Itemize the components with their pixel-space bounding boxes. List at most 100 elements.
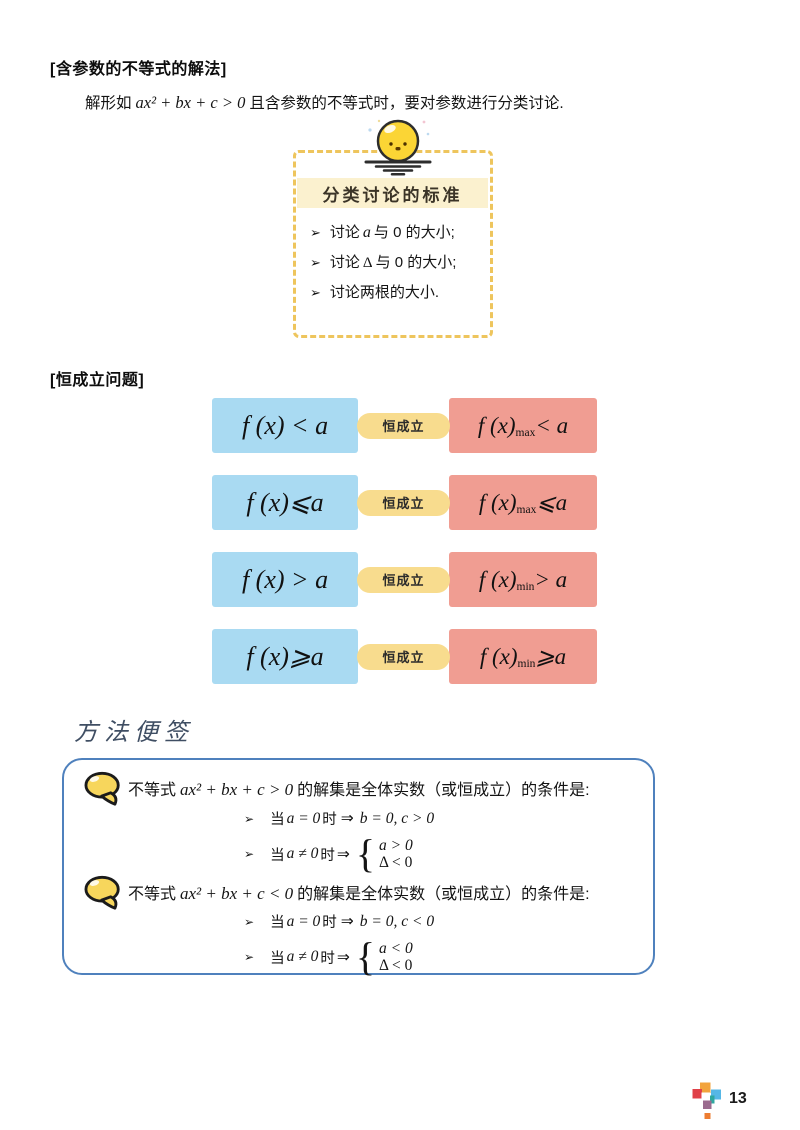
pill-label: 恒成立: [382, 496, 425, 511]
left-formula-box: f (x) > a: [212, 552, 358, 607]
item-math: Δ: [362, 255, 373, 271]
right-formula-box: f (x)max⩽a: [449, 475, 597, 530]
equivalence-row: f (x)⩾a 恒成立 f (x)min⩾a: [212, 629, 598, 684]
condition-system: a > 0 Δ < 0: [377, 837, 415, 871]
always-holds-pill: 恒成立: [357, 489, 450, 516]
classification-item: ➢ 讨论两根的大小.: [310, 281, 486, 311]
implies-arrow: ⇒: [340, 810, 354, 827]
formula-subscript: min: [516, 580, 535, 593]
left-brace: {: [355, 831, 376, 876]
item-text: 讨论两根的大小.: [329, 284, 440, 301]
cond-text: 当: [270, 950, 285, 967]
formula-text: f (x): [477, 412, 516, 438]
intro-post: 的解集是全体实数（或恒成立）的条件是:: [297, 782, 590, 799]
always-holds-rows: f (x) < a 恒成立 f (x)max < a f (x)⩽a 恒成立 f…: [212, 398, 598, 706]
formula-text: f (x): [479, 643, 518, 669]
right-formula-box: f (x)min⩾a: [449, 629, 597, 684]
classification-criteria-box: 分类讨论的标准 ➢ 讨论 a 与 0 的大小; ➢ 讨论 Δ 与 0 的大小; …: [293, 150, 493, 338]
cond-math: Δ < 0: [379, 854, 413, 871]
section-title-parametric-inequalities: [含参数的不等式的解法]: [50, 61, 227, 78]
cond-text: 时: [320, 847, 335, 864]
cond-text: 当: [270, 812, 285, 828]
right-arrowhead-icon: ➢: [310, 255, 321, 270]
formula-text: f (x)⩽a: [246, 487, 324, 517]
cond-math: b = 0, c > 0: [359, 809, 435, 827]
right-arrowhead-icon: ➢: [310, 225, 321, 240]
formula-subscript: max: [516, 503, 537, 516]
intro-pre: 不等式: [128, 886, 177, 903]
classification-title-band: 分类讨论的标准: [297, 178, 488, 208]
implies-arrow: ⇒: [336, 845, 350, 863]
section-title-always-holds: [恒成立问题]: [50, 372, 145, 389]
formula-subscript: min: [517, 657, 536, 670]
equivalence-row: f (x)⩽a 恒成立 f (x)max⩽a: [212, 475, 598, 530]
pill-label: 恒成立: [382, 650, 425, 665]
right-arrowhead-icon: ➢: [244, 950, 255, 964]
always-holds-pill: 恒成立: [357, 412, 450, 439]
condition-line: ➢ 当 a = 0 时 ⇒ b = 0, c < 0: [244, 911, 436, 932]
formula-text: f (x) < a: [241, 410, 329, 440]
right-arrowhead-icon: ➢: [244, 811, 255, 826]
condition-line: ➢ 当 a = 0 时 ⇒ b = 0, c > 0: [244, 808, 436, 829]
cond-math: a > 0: [379, 837, 413, 854]
formula-subscript: max: [515, 426, 536, 439]
equivalence-row: f (x) < a 恒成立 f (x)max < a: [212, 398, 598, 453]
formula-tail: ⩾a: [535, 643, 567, 669]
formula-tail: < a: [535, 412, 569, 438]
speech-bubble-icon: [82, 874, 126, 912]
condition-system: a < 0 Δ < 0: [377, 940, 415, 974]
left-formula-box: f (x) < a: [212, 398, 358, 453]
cond-math: a ≠ 0: [286, 948, 319, 965]
classification-item: ➢ 讨论 a 与 0 的大小;: [310, 221, 486, 251]
item-text: 与 0 的大小;: [375, 254, 457, 271]
item-text: 讨论: [329, 254, 360, 271]
formula-tail: ⩽a: [536, 489, 568, 515]
condition-line: ➢ 当 a ≠ 0 时 ⇒ { a < 0 Δ < 0: [244, 937, 415, 977]
cond-text: 时: [322, 915, 337, 931]
formula-text: f (x) > a: [241, 564, 329, 594]
cond-math: Δ < 0: [379, 957, 413, 974]
right-formula-box: f (x)max < a: [449, 398, 597, 453]
pill-label: 恒成立: [382, 573, 425, 588]
intro-pre: 不等式: [128, 782, 177, 799]
right-arrowhead-icon: ➢: [244, 847, 255, 861]
always-holds-pill: 恒成立: [357, 566, 450, 593]
intro-math: ax² + bx + c < 0: [180, 884, 294, 903]
left-formula-box: f (x)⩾a: [212, 629, 358, 684]
implies-arrow: ⇒: [336, 948, 350, 966]
cond-text: 时: [320, 950, 335, 967]
intro-math: ax² + bx + c > 0: [180, 780, 294, 799]
formula-text: f (x): [478, 489, 517, 515]
intro-text-post: 且含参数的不等式时，要对参数进行分类讨论.: [249, 95, 564, 112]
right-arrowhead-icon: ➢: [310, 285, 321, 300]
formula-text: f (x): [478, 566, 517, 592]
cond-math: a ≠ 0: [286, 845, 319, 862]
intro-math: ax² + bx + c > 0: [135, 93, 246, 112]
item-text: 讨论: [329, 224, 360, 241]
right-formula-box: f (x)min > a: [449, 552, 597, 607]
intro-post: 的解集是全体实数（或恒成立）的条件是:: [297, 886, 590, 903]
equivalence-row: f (x) > a 恒成立 f (x)min > a: [212, 552, 598, 607]
classification-items: ➢ 讨论 a 与 0 的大小; ➢ 讨论 Δ 与 0 的大小; ➢ 讨论两根的大…: [310, 221, 486, 311]
item-math: a: [362, 224, 371, 241]
page-number: 13: [729, 1090, 747, 1107]
cond-math: a = 0: [286, 912, 321, 930]
method-note-heading: 方法便签: [74, 719, 194, 746]
cond-math: a = 0: [286, 809, 321, 827]
implies-arrow: ⇒: [340, 913, 354, 930]
cond-text: 当: [270, 847, 285, 864]
classification-item: ➢ 讨论 Δ 与 0 的大小;: [310, 251, 486, 281]
pill-label: 恒成立: [382, 419, 425, 434]
speech-bubble-icon: [82, 770, 126, 808]
classification-title: 分类讨论的标准: [322, 185, 463, 205]
rising-sun-face-icon: [355, 114, 441, 179]
cond-text: 时: [322, 812, 337, 828]
left-brace: {: [355, 934, 376, 979]
publisher-logo-icon: [692, 1082, 722, 1120]
item-text: 与 0 的大小;: [373, 224, 455, 241]
